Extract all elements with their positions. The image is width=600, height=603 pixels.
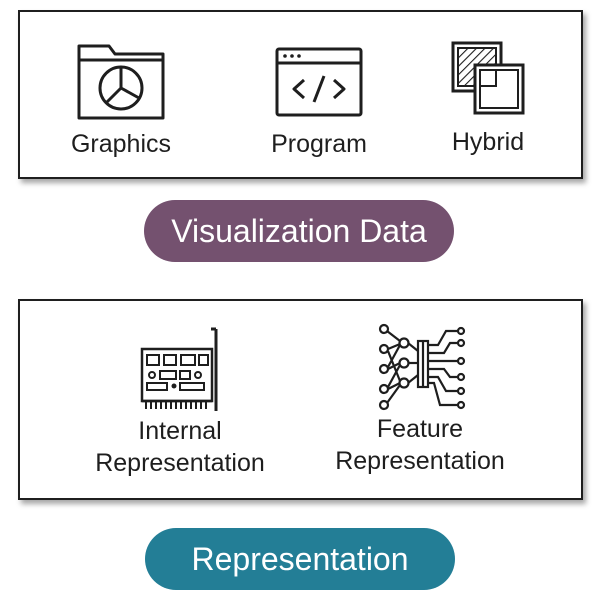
graphics-item: Graphics: [56, 40, 186, 160]
internal-representation-item: Internal Representation: [80, 327, 280, 479]
program-item: Program: [254, 46, 384, 160]
hybrid-item: Hybrid: [428, 40, 548, 158]
internal-label-line1: Internal: [138, 417, 222, 445]
feature-label-line1: Feature: [376, 415, 464, 443]
circuit-board-card-icon: [140, 327, 218, 411]
graphics-label: Graphics: [70, 130, 172, 158]
internal-representation-label: Internal Representation: [80, 415, 280, 479]
feature-representation-label: Feature Representation: [320, 413, 520, 477]
folder-pie-chart-icon: [77, 44, 165, 120]
representation-panel: Internal Representation: [18, 299, 583, 500]
representation-badge: Representation: [145, 528, 455, 590]
feature-representation-item: Feature Representation: [320, 321, 520, 477]
program-label: Program: [271, 130, 367, 158]
hybrid-label: Hybrid: [451, 128, 525, 156]
data-types-panel: Graphics Program H: [18, 10, 583, 179]
code-window-icon: [275, 47, 363, 117]
neural-network-chip-icon: [378, 323, 466, 411]
visualization-data-badge: Visualization Data: [144, 200, 454, 262]
internal-label-line2: Representation: [95, 449, 265, 477]
feature-label-line2: Representation: [335, 447, 505, 475]
overlapping-squares-icon: [451, 41, 525, 115]
